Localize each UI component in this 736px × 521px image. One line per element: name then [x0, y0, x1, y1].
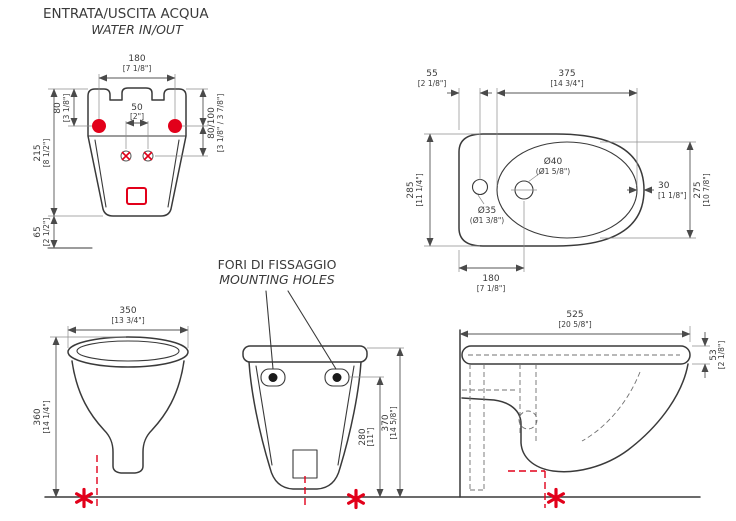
rear-inner-right — [167, 139, 180, 208]
mounting-note-it: FORI DI FISSAGGIO — [218, 257, 337, 272]
mounting-note-en: MOUNTING HOLES — [219, 272, 335, 287]
view-side: 525 [20 5/8"] 53 [2 1/8"] — [459, 310, 726, 509]
label-d35: Ø35 — [478, 205, 497, 216]
label-d40: Ø40 — [544, 156, 563, 167]
dim-525-in: [20 5/8"] — [558, 320, 591, 329]
water-inout-title-it: ENTRATA/USCITA ACQUA — [43, 6, 209, 22]
plan-dimensions — [424, 88, 696, 272]
dim-370-in: [14 5/8"] — [389, 406, 398, 439]
view-back-mounting: 280 [11"] 370 [14 5/8"] — [242, 345, 404, 510]
mounting-hole-left — [268, 373, 278, 382]
mounting-hole-right — [332, 373, 342, 382]
back-rim-bar — [242, 345, 368, 363]
view-front: 350 [13 3/4"] 360 [14 1/4"] — [33, 306, 189, 509]
dim-180b-in: [7 1/8"] — [477, 284, 506, 293]
dim-370-mm: 370 — [381, 414, 391, 431]
drain-outlet-marker — [126, 187, 147, 205]
dim-180b-mm: 180 — [482, 274, 499, 284]
dim-285-mm: 285 — [406, 181, 416, 198]
dim-350-in: [13 3/4"] — [111, 316, 144, 325]
dim-53-in: [2 1/8"] — [717, 341, 726, 370]
hole-d35 — [471, 178, 489, 196]
side-rim — [461, 345, 691, 365]
mounting-slot-left — [260, 368, 286, 387]
dim-55-mm: 55 — [426, 69, 437, 79]
dim-375-mm: 375 — [558, 69, 575, 79]
side-body-outline — [461, 363, 689, 473]
drain-centerline-side — [508, 470, 546, 508]
view-rear-water-connections: 180 [7 1/8"] 50 [2"] 80 [3 1/8"] 80/100 … — [33, 54, 225, 249]
dim-65-mm: 65 — [33, 226, 43, 237]
back-inner-right — [337, 365, 355, 466]
dim-180-in: [7 1/8"] — [123, 64, 152, 73]
dim-215-mm: 215 — [33, 144, 43, 161]
dim-285-in: [11 1/4"] — [415, 173, 424, 206]
side-hidden-details — [462, 364, 641, 491]
front-rim-outer — [67, 336, 189, 368]
back-dimensions — [349, 347, 404, 498]
dim-80-100-mm: 80/100 — [207, 107, 217, 139]
dim-65-in: [2 1/2"] — [42, 218, 51, 247]
front-body-outline — [71, 360, 185, 474]
dim-360-mm: 360 — [33, 408, 43, 425]
front-dimensions — [50, 326, 189, 498]
back-drain-box — [292, 449, 318, 479]
leader-d35 — [477, 194, 485, 205]
mounting-slot-right — [324, 368, 350, 387]
view-top-plan: 55 [2 1/8"] 375 [14 3/4"] 285 [11 1/4"] … — [406, 69, 711, 293]
label-d40-in: (Ø1 5/8") — [536, 167, 571, 176]
dim-30-mm: 30 — [658, 181, 670, 191]
dim-525-mm: 525 — [566, 310, 583, 320]
dim-30-in: [1 1/8"] — [658, 191, 687, 200]
water-inout-title-en: WATER IN/OUT — [91, 22, 184, 37]
mounting-holes-note: FORI DI FISSAGGIO MOUNTING HOLES — [218, 257, 337, 370]
dim-50-in: [2"] — [130, 112, 144, 121]
dim-50-mm: 50 — [131, 103, 143, 113]
footnote-asterisk-front — [74, 487, 94, 509]
back-inner-left — [255, 365, 273, 466]
label-d35-in: (Ø1 3/8") — [470, 216, 505, 225]
fixing-hole-cross-marks — [121, 151, 153, 161]
leader-d40 — [527, 170, 544, 183]
rear-inner-left — [94, 139, 107, 208]
dim-80-in: [3 1/8"] — [62, 94, 71, 123]
dim-350-mm: 350 — [119, 306, 136, 316]
dim-215-in: [8 1/2"] — [42, 139, 51, 168]
dim-280-in: [11"] — [366, 428, 375, 447]
dim-180-mm: 180 — [128, 54, 145, 64]
front-rim-inner — [76, 340, 180, 362]
dim-80-100-in: [3 1/8" / 3 7/8"] — [216, 94, 225, 153]
water-inlet-right — [168, 119, 182, 133]
rear-dimensions — [47, 74, 208, 249]
rear-body-outline — [87, 87, 187, 217]
dim-275-mm: 275 — [693, 181, 703, 198]
side-dimensions — [459, 326, 710, 378]
dim-280-mm: 280 — [358, 428, 368, 445]
water-inlet-left — [92, 119, 106, 133]
dim-360-in: [14 1/4"] — [42, 400, 51, 433]
footnote-asterisk-back — [347, 488, 365, 510]
footnote-asterisk-side — [546, 487, 566, 509]
dim-53-mm: 53 — [709, 349, 719, 360]
dim-275-in: [10 7/8"] — [702, 173, 711, 206]
dim-80-mm: 80 — [53, 102, 63, 114]
leader-left-hole — [265, 290, 274, 370]
dim-55-in: [2 1/8"] — [418, 79, 447, 88]
dim-375-in: [14 3/4"] — [550, 79, 583, 88]
leader-right-hole — [287, 290, 337, 370]
